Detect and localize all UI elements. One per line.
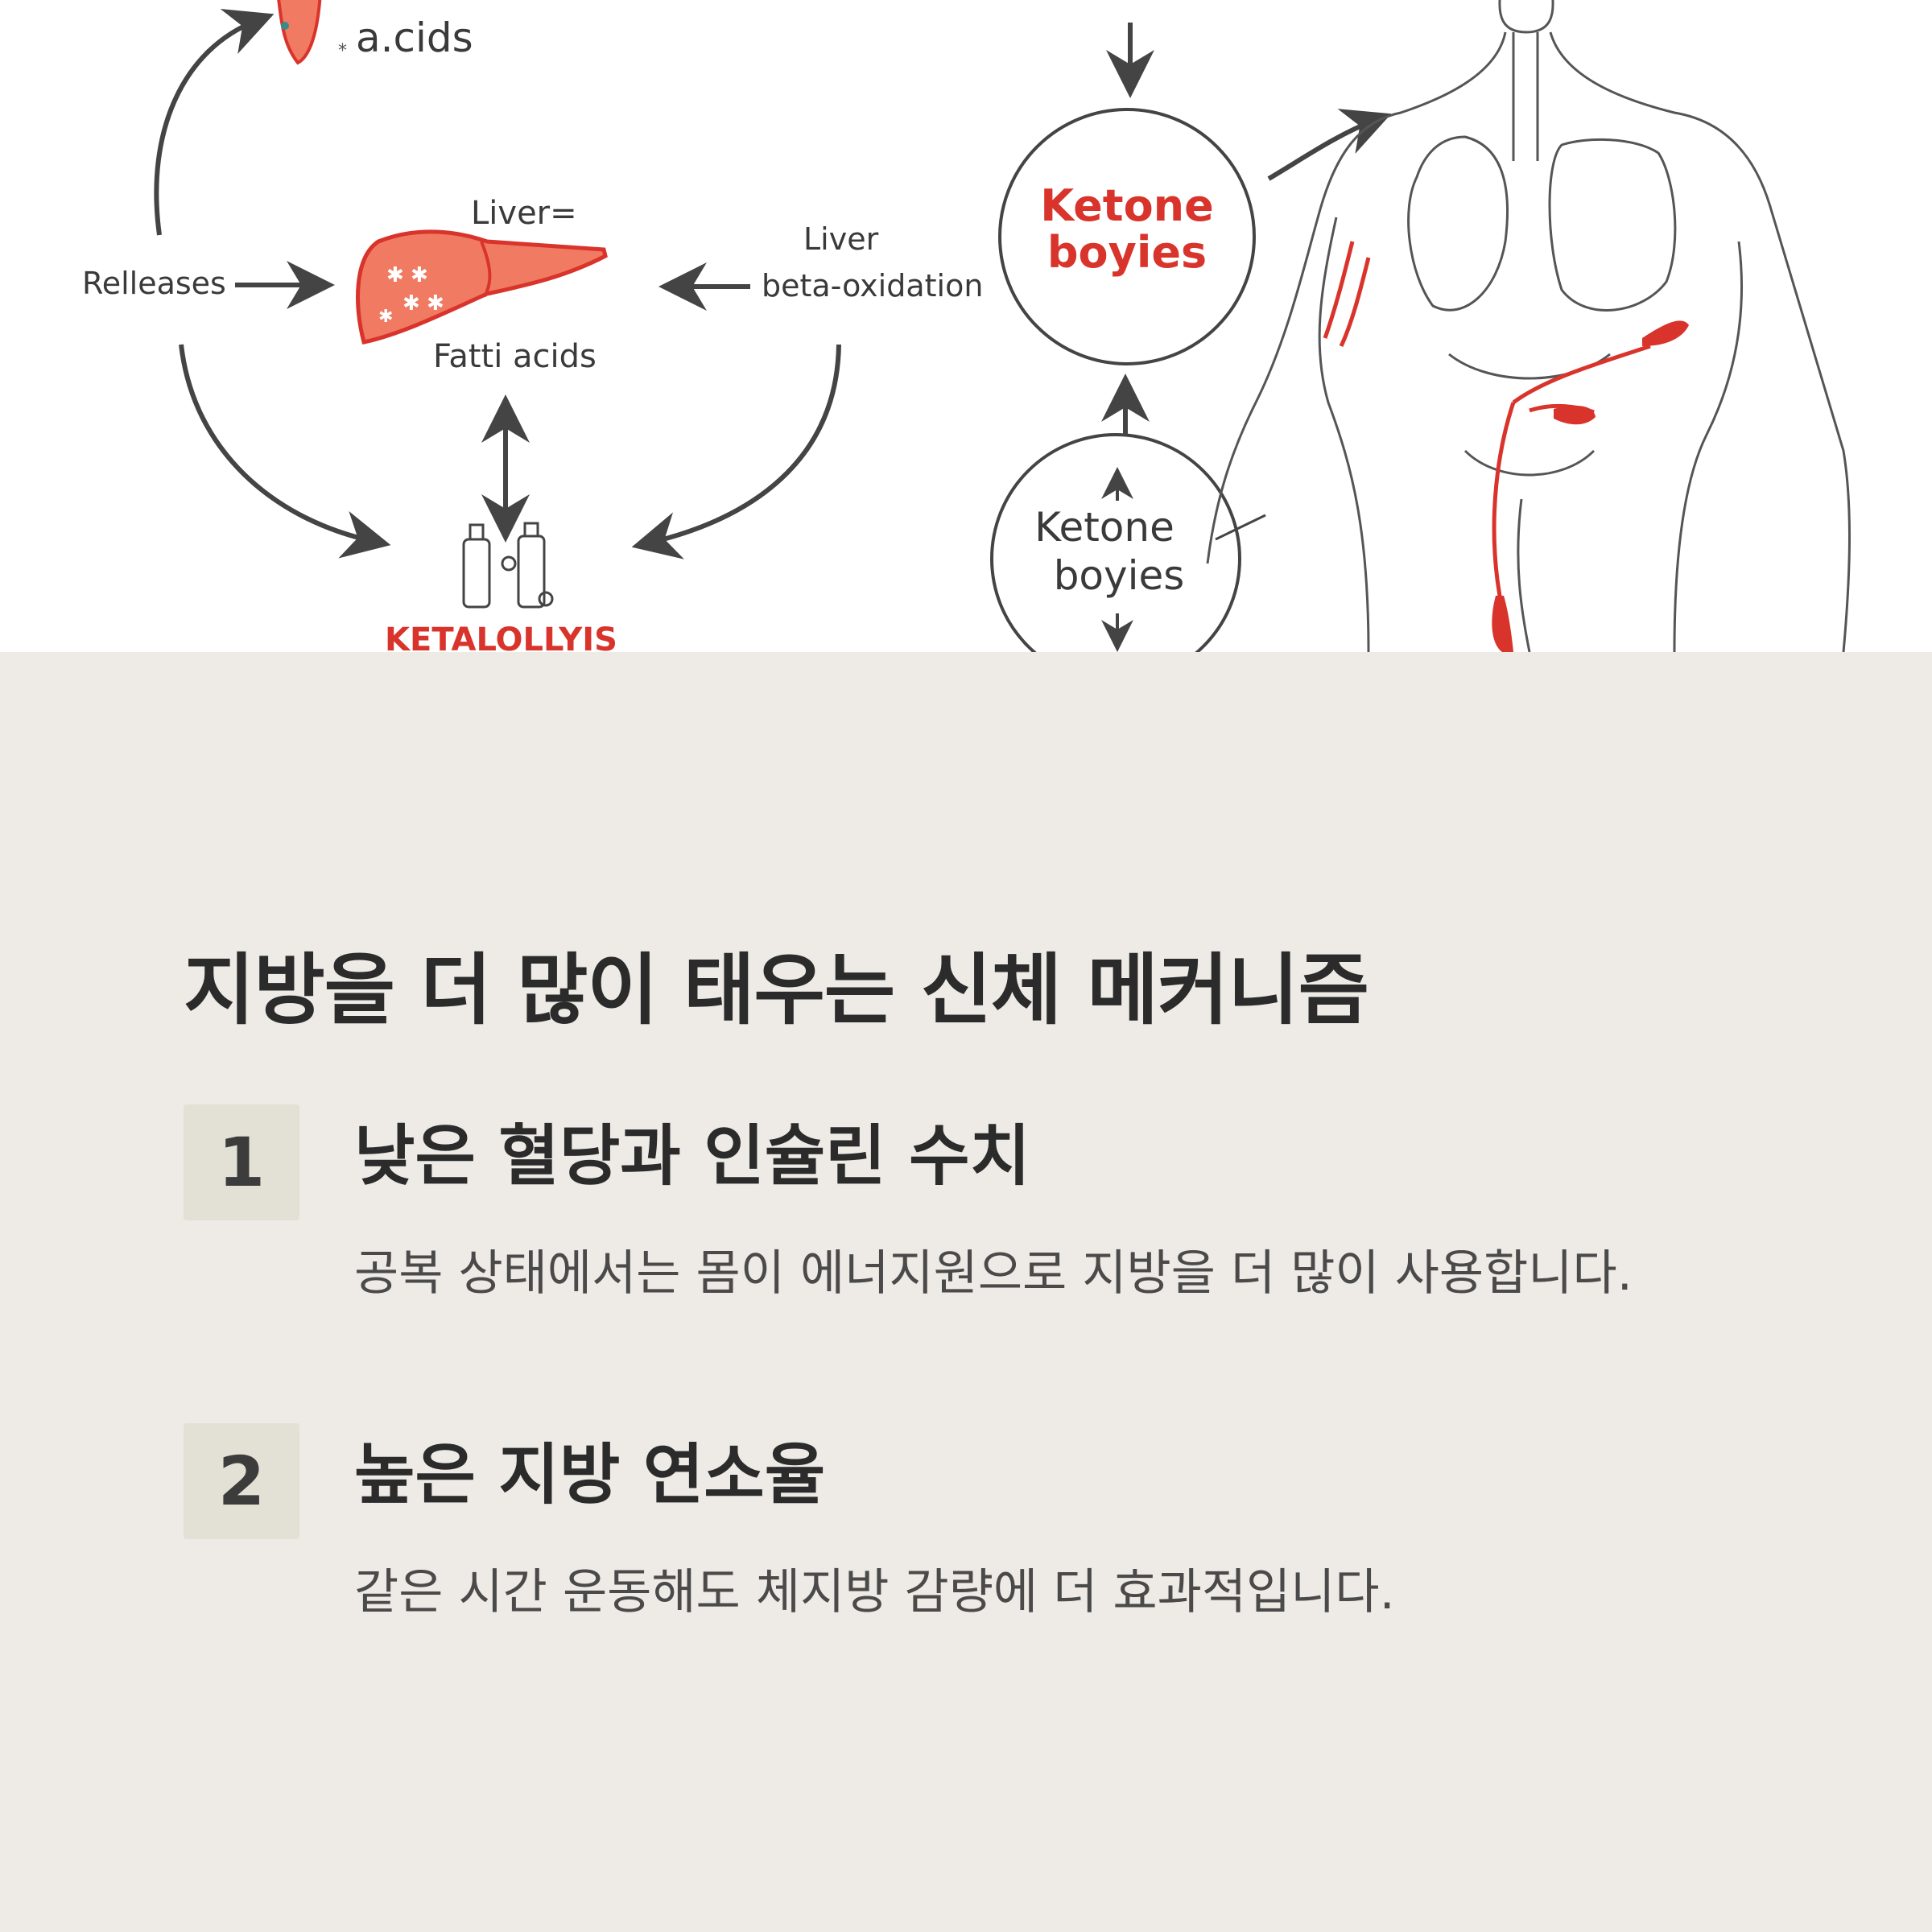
item-title: 낮은 혈당과 인슐린 수치 (354, 1118, 1031, 1195)
page-title: 지방을 더 많이 태우는 신체 메커니즘 (184, 945, 1369, 1035)
ketone-red-line1: Ketone (1040, 180, 1214, 231)
blood-vessel-icon (1323, 241, 1651, 652)
diagram-panel: * a.cids Relleases Liver= ✱ ✱ ✱ ✱ ✱ Fatt… (0, 0, 1932, 652)
ketone-bodies-circle-red (998, 108, 1256, 365)
item-title: 높은 지방 연소율 (354, 1437, 826, 1513)
releases-label: Relleases (82, 266, 226, 301)
svg-text:✱: ✱ (378, 307, 393, 327)
ketone-metabolism-diagram: * a.cids Relleases Liver= ✱ ✱ ✱ ✱ ✱ Fatt… (82, 0, 1851, 652)
arrow-to-body (1267, 109, 1392, 181)
human-body-icon (1206, 0, 1851, 652)
ketone-dark-line2: boyies (1054, 552, 1185, 599)
organ-red-2 (1554, 405, 1596, 425)
number-badge: 1 (184, 1104, 299, 1220)
svg-text:✱ ✱: ✱ ✱ (386, 263, 428, 287)
ketone-bodies-circle-dark (990, 433, 1241, 652)
fatti-acids-label: Fatti acids (433, 338, 597, 375)
fatty-acids-top-label: a.cids (356, 14, 473, 61)
curved-arrow-left-bottom (179, 344, 391, 559)
liver-label: Liver= (471, 195, 577, 232)
curved-arrow-up (154, 9, 275, 236)
flask-icon (462, 522, 554, 609)
svg-text:✱ ✱: ✱ ✱ (402, 291, 444, 316)
connector-line (1215, 514, 1266, 541)
svg-text:*: * (338, 41, 347, 61)
item-description: 같은 시간 운동해도 체지방 감량에 더 효과적입니다. (354, 1564, 1395, 1620)
liver-beta-label-line2: beta-oxidation (762, 268, 983, 303)
liver-icon: ✱ ✱ ✱ ✱ ✱ (356, 229, 608, 345)
liver-beta-label-line1: Liver (803, 221, 879, 257)
organ-red-3 (1492, 596, 1513, 652)
organ-red-1 (1642, 320, 1689, 346)
number-badge: 2 (184, 1423, 299, 1539)
ketalollyis-label: KETALOLLYIS (385, 621, 617, 652)
ketone-red-line2: boyies (1047, 227, 1207, 278)
ketone-dark-line1: Ketone (1034, 504, 1174, 551)
item-description: 공복 상태에서는 몸이 에너지원으로 지방을 더 많이 사용합니다. (354, 1245, 1633, 1302)
curved-arrow-right-bottom (631, 344, 841, 559)
content-section: 지방을 더 많이 태우는 신체 메커니즘 1 낮은 혈당과 인슐린 수치 공복 … (184, 942, 1794, 1620)
fat-tissue-icon: * (277, 0, 347, 65)
